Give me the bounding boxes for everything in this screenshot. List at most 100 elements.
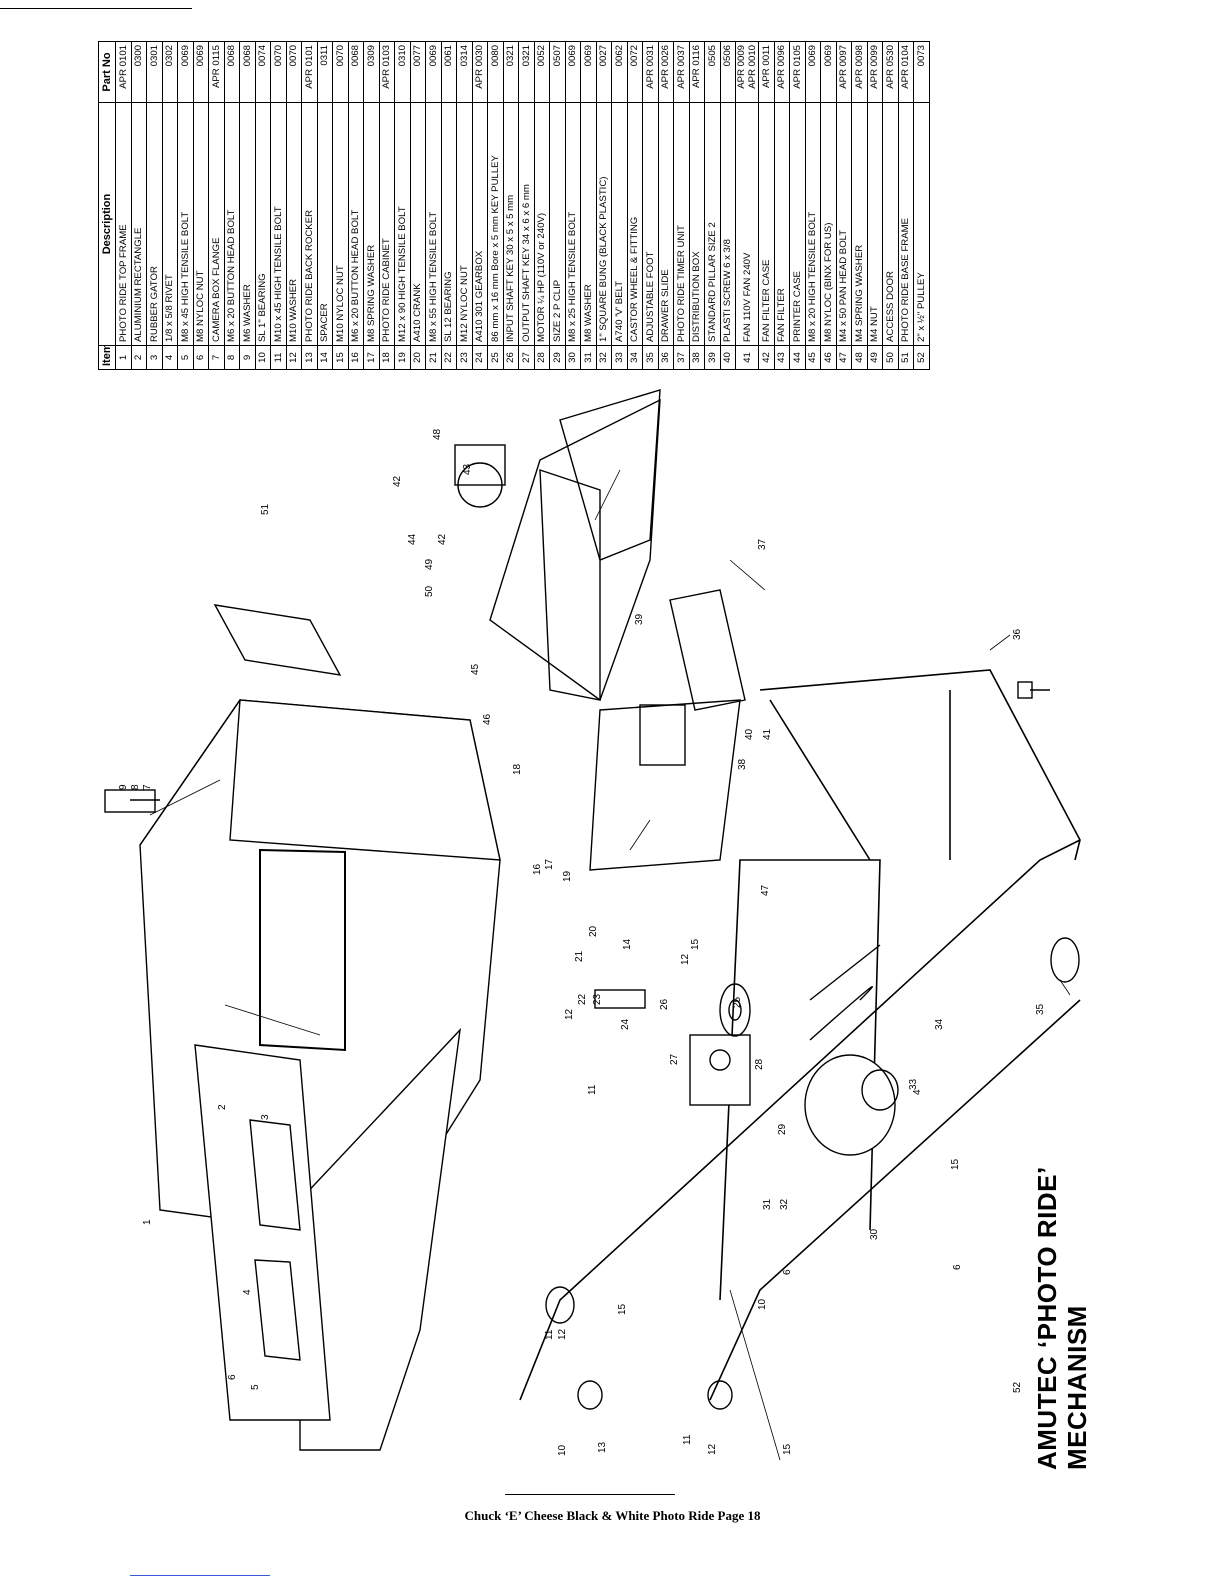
cell-item: 11 bbox=[270, 345, 286, 370]
cell-description: A410 301 GEARBOX bbox=[472, 102, 488, 346]
cell-item: 33 bbox=[611, 345, 627, 370]
cell-part: APR 0105 bbox=[789, 41, 805, 103]
cell-description: 2" x ½" PULLEY bbox=[913, 102, 929, 346]
cell-description: PLASTI SCREW 6 x 3/8 bbox=[720, 102, 736, 346]
cell-item: 47 bbox=[836, 345, 852, 370]
cell-description: PHOTO RIDE TOP FRAME bbox=[115, 102, 131, 346]
callout: 43 bbox=[462, 463, 473, 475]
cell-item: 15 bbox=[332, 345, 348, 370]
callout: 32 bbox=[779, 1198, 790, 1210]
cell-item: 5 bbox=[177, 345, 193, 370]
cell-description: MOTOR ¼ HP (110V or 240V) bbox=[534, 102, 550, 346]
callout: 39 bbox=[634, 613, 645, 625]
cell-description: DRAWER SLIDE bbox=[658, 102, 674, 346]
cell-item: 38 bbox=[689, 345, 705, 370]
cell-description: 1/8 x 5/8 RIVET bbox=[162, 102, 178, 346]
callout: 1 bbox=[142, 1219, 153, 1225]
table-header-row: Item Description Part No bbox=[98, 41, 116, 370]
cell-description: SPACER bbox=[317, 102, 333, 346]
cell-part: 0314 bbox=[456, 41, 472, 103]
cell-part: 0506 bbox=[720, 41, 736, 103]
callout: 15 bbox=[782, 1443, 793, 1455]
timer-unit-drawing bbox=[589, 699, 741, 871]
cell-part: 0311 bbox=[317, 41, 333, 103]
cell-item: 24 bbox=[472, 345, 488, 370]
callout: 21 bbox=[574, 950, 585, 962]
callout: 30 bbox=[869, 1228, 880, 1240]
cell-item: 10 bbox=[255, 345, 271, 370]
cell-part: APR 0115 bbox=[208, 41, 224, 103]
cell-part: 0069 bbox=[580, 41, 596, 103]
cell-description: FAN FILTER bbox=[774, 102, 790, 346]
cell-item: 19 bbox=[394, 345, 410, 370]
cell-description: A410 CRANK bbox=[410, 102, 426, 346]
title-line-1: AMUTEC ‘PHOTO RIDE’ bbox=[1032, 1166, 1062, 1470]
callout: 10 bbox=[757, 1298, 768, 1310]
cell-part: APR 0103 bbox=[379, 41, 395, 103]
cell-description: PHOTO RIDE CABINET bbox=[379, 102, 395, 346]
callout: 47 bbox=[760, 884, 771, 896]
bottom-link-rule bbox=[130, 1575, 270, 1576]
cell-item: 45 bbox=[805, 345, 821, 370]
cell-description: SL 12 BEARING bbox=[441, 102, 457, 346]
cell-item: 46 bbox=[820, 345, 836, 370]
cell-part: 0073 bbox=[913, 41, 929, 103]
gearbox-drawing bbox=[689, 1034, 751, 1106]
cell-description: M8 NYLOC NUT bbox=[193, 102, 209, 346]
cell-item: 43 bbox=[774, 345, 790, 370]
fan-drawing bbox=[454, 444, 506, 508]
cell-item: 40 bbox=[720, 345, 736, 370]
callout: 38 bbox=[737, 758, 748, 770]
callout: 15 bbox=[617, 1303, 628, 1315]
cell-item: 18 bbox=[379, 345, 395, 370]
top-rule bbox=[0, 8, 192, 9]
callout: 9 bbox=[118, 784, 129, 790]
cell-description: CASTOR WHEEL & FITTING bbox=[627, 102, 643, 346]
cell-part: 0302 bbox=[162, 41, 178, 103]
callout: 15 bbox=[950, 1158, 961, 1170]
callout: 48 bbox=[432, 428, 443, 440]
callout: 42 bbox=[392, 475, 403, 487]
cell-item: 41 bbox=[735, 345, 759, 370]
callout: 35 bbox=[1035, 1003, 1046, 1015]
cell-part: APR 0031 bbox=[642, 41, 658, 103]
callout: 33 bbox=[908, 1078, 919, 1090]
cell-description: ALUMINIUM RECTANGLE bbox=[131, 102, 147, 346]
cell-part: 0077 bbox=[410, 41, 426, 103]
cell-description: M8 x 20 HIGH TENSILE BOLT bbox=[805, 102, 821, 346]
cell-description: M8 x 45 HIGH TENSILE BOLT bbox=[177, 102, 193, 346]
cell-part: APR 0098 bbox=[851, 41, 867, 103]
cell-part: 0068 bbox=[348, 41, 364, 103]
cell-description: M12 NYLOC NUT bbox=[456, 102, 472, 346]
cabinet-drawing bbox=[139, 699, 501, 1241]
callout: 11 bbox=[544, 1329, 555, 1340]
cell-part: 0321 bbox=[518, 41, 534, 103]
cell-item: 7 bbox=[208, 345, 224, 370]
cell-item: 37 bbox=[673, 345, 689, 370]
cell-item: 44 bbox=[789, 345, 805, 370]
cell-item: 51 bbox=[898, 345, 914, 370]
cell-description: INPUT SHAFT KEY 30 x 5 x 5 mm bbox=[503, 102, 519, 346]
cell-item: 17 bbox=[363, 345, 379, 370]
callout: 37 bbox=[757, 538, 768, 550]
cell-part: 0068 bbox=[239, 41, 255, 103]
callout: 19 bbox=[562, 870, 573, 882]
cell-description: M10 NYLOC NUT bbox=[332, 102, 348, 346]
cell-description: SIZE 2 P CLIP bbox=[549, 102, 565, 346]
cell-item: 29 bbox=[549, 345, 565, 370]
